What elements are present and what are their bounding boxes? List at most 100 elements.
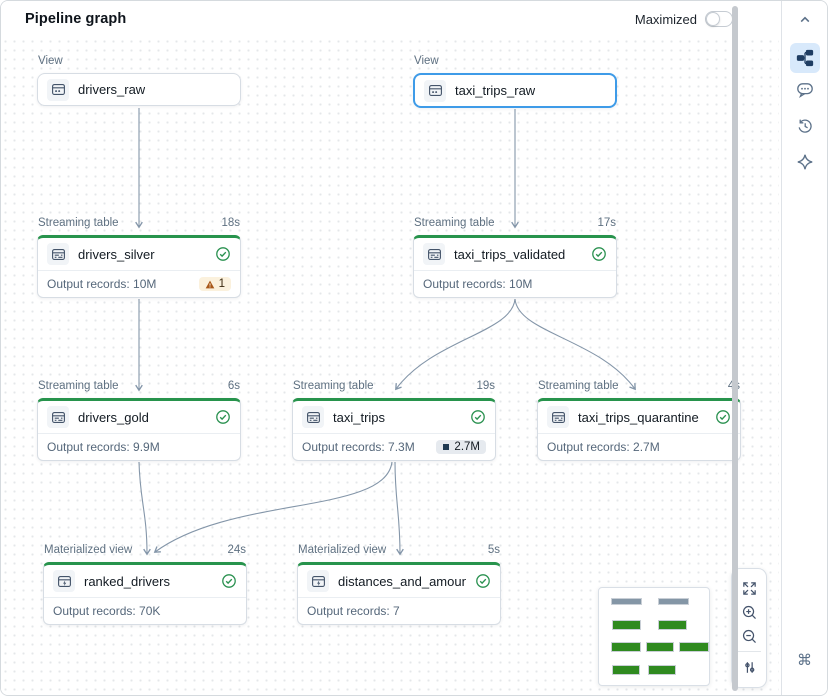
minimap-node-bar — [679, 642, 709, 652]
backlog-metric-badge[interactable]: 2.7M — [436, 440, 486, 454]
node-type-label: Streaming table — [538, 380, 619, 392]
zoom-out-icon — [742, 629, 756, 643]
chevron-up-icon — [800, 16, 809, 23]
minimap[interactable] — [598, 587, 710, 686]
output-records: Output records: 9.9M — [47, 440, 160, 454]
metric-value: 2.7M — [454, 441, 480, 453]
streaming-table-icon — [423, 243, 445, 265]
metric-square-icon — [443, 444, 450, 450]
selected-node-outline: taxi_trips_raw — [413, 73, 617, 108]
graph-settings-button[interactable] — [736, 655, 762, 679]
node-duration: 19s — [476, 380, 495, 392]
node-distances-and-amounts[interactable]: Materialized view 5s distances_and_amoun… — [297, 544, 501, 625]
minimap-node-bar — [658, 620, 687, 630]
check-circle-icon — [215, 246, 231, 262]
history-clock-icon — [798, 119, 812, 133]
node-ranked-drivers[interactable]: Materialized view 24s ranked_drivers Out… — [43, 544, 247, 625]
comments-icon — [796, 83, 813, 99]
output-records: Output records: 2.7M — [547, 440, 660, 454]
minimap-node-bar — [658, 598, 689, 605]
node-name: drivers_gold — [78, 409, 149, 425]
sidebar-item-history[interactable] — [796, 117, 814, 135]
node-name: drivers_silver — [78, 246, 155, 262]
fullscreen-button[interactable] — [736, 576, 762, 600]
node-name: taxi_trips_raw — [455, 83, 536, 98]
sidebar-item-pipeline-graph[interactable] — [789, 43, 820, 73]
settings-sliders-icon — [744, 661, 754, 673]
node-type-label: Streaming table — [293, 380, 374, 392]
view-table-icon — [47, 78, 69, 101]
minimap-node-bar — [612, 620, 641, 630]
node-taxi-trips-raw[interactable]: View taxi_trips_raw — [413, 55, 617, 108]
node-name: drivers_raw — [78, 82, 146, 97]
node-name: taxi_trips_validated — [454, 246, 566, 262]
output-records: Output records: 10M — [47, 277, 157, 291]
node-duration: 5s — [487, 544, 500, 556]
sidebar-item-comments[interactable] — [796, 81, 814, 99]
pipeline-graph-icon — [796, 49, 813, 67]
maximized-label: Maximized — [634, 11, 697, 27]
right-sidebar: ⌘ — [781, 1, 827, 695]
check-circle-icon — [475, 573, 491, 589]
zoom-in-button[interactable] — [736, 600, 762, 624]
node-name: taxi_trips_quarantine — [578, 409, 699, 425]
zoom-panel-divider — [737, 651, 761, 652]
graph-canvas[interactable]: Pipeline graph Maximized — [1, 1, 783, 695]
output-records: Output records: 7.3M — [302, 440, 415, 454]
node-taxi-trips-quarantine[interactable]: Streaming table 4s taxi_trips_quarantine… — [537, 380, 741, 461]
node-drivers-raw[interactable]: View drivers_raw — [37, 55, 241, 106]
maximized-toggle[interactable] — [705, 11, 733, 27]
command-icon: ⌘ — [797, 651, 812, 669]
check-circle-icon — [215, 409, 231, 425]
minimap-node-bar — [612, 665, 640, 675]
node-type-label: View — [38, 55, 63, 67]
warning-icon — [205, 280, 214, 288]
minimap-node-bar — [611, 598, 642, 605]
node-taxi-trips[interactable]: Streaming table 19s taxi_trips Output re… — [292, 380, 496, 461]
warning-count: 1 — [218, 278, 225, 290]
streaming-table-icon — [547, 406, 569, 428]
assistant-sparkle-icon — [797, 154, 812, 170]
expectations-warning-badge[interactable]: 1 — [198, 277, 231, 291]
check-circle-icon — [470, 409, 486, 425]
zoom-in-icon — [742, 605, 756, 619]
node-name: distances_and_amounts_b... — [338, 573, 466, 589]
node-type-label: Streaming table — [414, 217, 495, 229]
node-duration: 17s — [597, 217, 616, 229]
node-duration: 6s — [227, 380, 240, 392]
check-circle-icon — [715, 409, 731, 425]
page-title: Pipeline graph — [25, 11, 127, 27]
node-type-label: View — [414, 55, 439, 67]
sidebar-item-assistant[interactable] — [796, 153, 814, 171]
keyboard-shortcuts-button[interactable]: ⌘ — [797, 651, 812, 669]
node-type-label: Materialized view — [44, 544, 133, 556]
output-records: Output records: 70K — [53, 604, 161, 618]
vertical-scrollbar[interactable] — [732, 6, 738, 691]
node-drivers-gold[interactable]: Streaming table 6s drivers_gold Output r… — [37, 380, 241, 461]
minimap-node-bar — [611, 642, 641, 652]
node-type-label: Streaming table — [38, 217, 119, 229]
view-table-icon — [424, 79, 446, 102]
fullscreen-icon — [742, 581, 756, 595]
check-circle-icon — [591, 246, 607, 262]
collapse-panel-button[interactable] — [797, 12, 813, 28]
node-drivers-silver[interactable]: Streaming table 18s drivers_silver Outpu… — [37, 217, 241, 298]
materialized-view-icon — [53, 570, 75, 592]
node-type-label: Materialized view — [298, 544, 387, 556]
streaming-table-icon — [302, 406, 324, 428]
canvas-header: Pipeline graph Maximized — [1, 1, 783, 37]
minimap-node-bar — [646, 642, 674, 652]
toggle-knob — [706, 12, 720, 26]
output-records: Output records: 7 — [307, 604, 400, 618]
zoom-out-button[interactable] — [736, 624, 762, 648]
streaming-table-icon — [47, 243, 69, 265]
streaming-table-icon — [47, 406, 69, 428]
materialized-view-icon — [307, 570, 329, 592]
node-duration: 24s — [227, 544, 246, 556]
check-circle-icon — [221, 573, 237, 589]
node-name: ranked_drivers — [84, 573, 170, 589]
node-taxi-trips-validated[interactable]: Streaming table 17s taxi_trips_validated… — [413, 217, 617, 298]
node-duration: 18s — [221, 217, 240, 229]
node-name: taxi_trips — [333, 409, 386, 425]
